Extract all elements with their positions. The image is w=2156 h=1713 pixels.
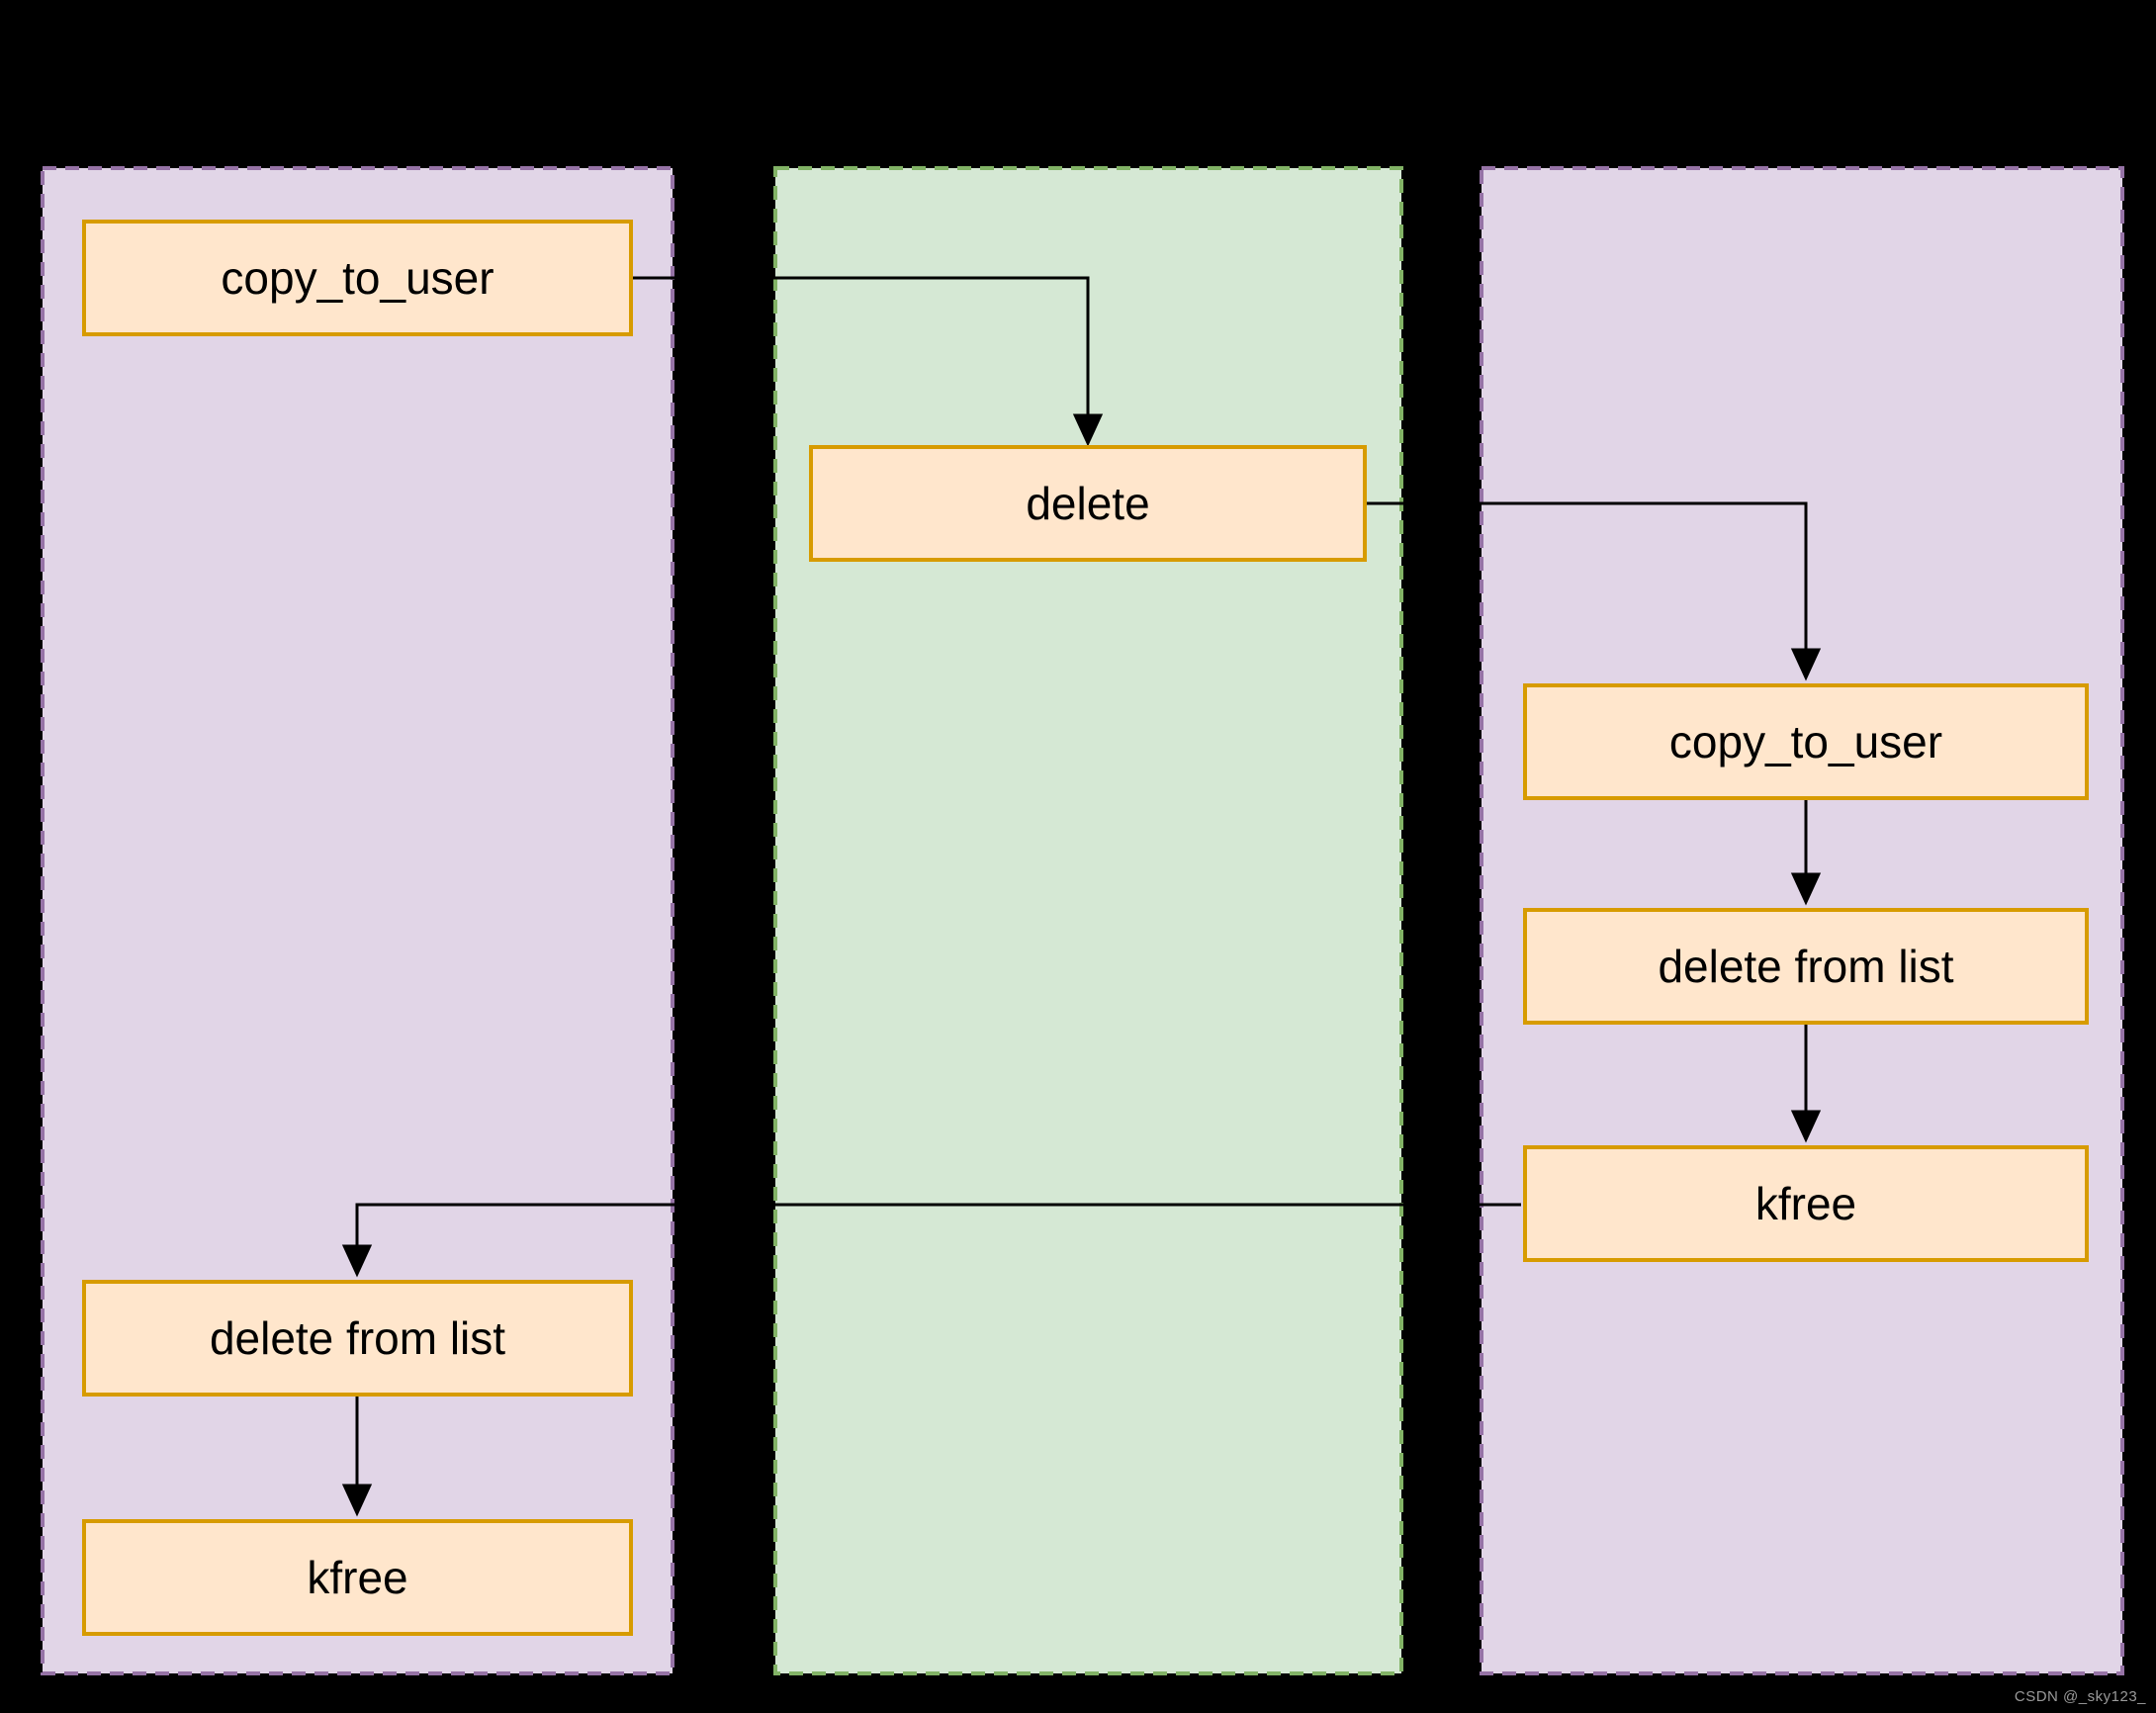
node-label: kfree — [307, 1552, 408, 1603]
node-label: delete from list — [1658, 941, 1954, 992]
edge-right-kfree-to-left-delete-from-list — [341, 1203, 1521, 1278]
node-label: delete — [1026, 478, 1150, 529]
node-right-delete-from-list: delete from list — [1523, 908, 2089, 1025]
node-right-kfree: kfree — [1523, 1145, 2089, 1262]
node-left-copy-to-user: copy_to_user — [82, 220, 633, 336]
edge-left-copy-to-user-to-middle-delete — [633, 276, 1104, 447]
node-label: delete from list — [209, 1312, 506, 1364]
node-label: copy_to_user — [221, 252, 494, 304]
node-label: copy_to_user — [1668, 716, 1943, 767]
watermark: CSDN @_sky123_ — [2014, 1688, 2146, 1705]
edge-middle-delete-to-right-copy-to-user — [1367, 501, 1822, 681]
node-right-copy-to-user: copy_to_user — [1523, 683, 2089, 800]
node-middle-delete: delete — [809, 445, 1367, 562]
node-left-delete-from-list: delete from list — [82, 1280, 633, 1397]
node-left-kfree: kfree — [82, 1519, 633, 1636]
node-label: kfree — [1754, 1178, 1857, 1229]
